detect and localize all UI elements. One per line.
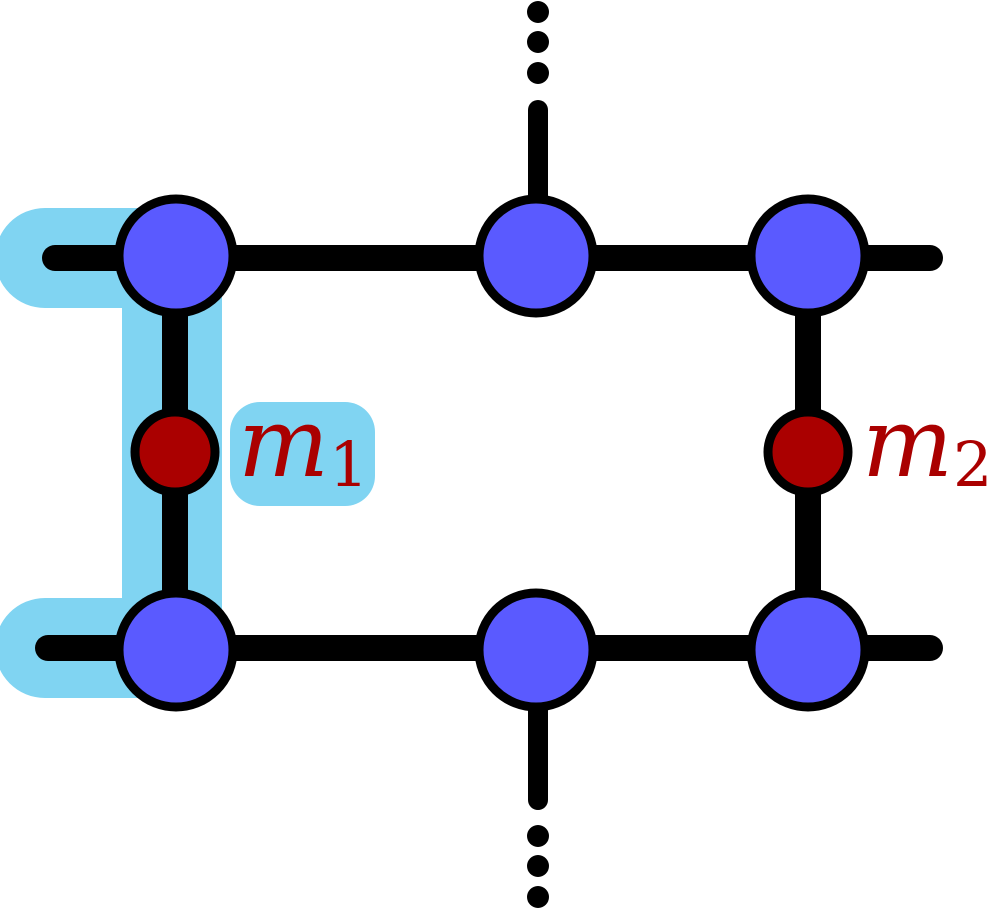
tensor-nodes xyxy=(114,194,870,712)
ellipsis-dot xyxy=(527,31,549,53)
ellipsis-bottom xyxy=(527,825,549,908)
ellipsis-dot xyxy=(527,1,549,23)
ellipsis-top xyxy=(527,1,549,84)
label-m2-subscript: 2 xyxy=(953,428,992,501)
node-top-left xyxy=(114,194,238,318)
ellipsis-dot xyxy=(527,855,549,877)
node-top-right xyxy=(746,194,870,318)
marker-m2 xyxy=(763,407,853,497)
node-bottom-left xyxy=(114,588,238,712)
label-m2-base: m xyxy=(862,387,953,499)
node-top-middle xyxy=(474,194,598,318)
m1-label-highlight xyxy=(230,402,375,506)
ellipsis-dot xyxy=(527,62,549,84)
marker-m1 xyxy=(130,407,220,497)
label-m1-subscript: 1 xyxy=(329,428,368,501)
label-m1: m1 xyxy=(238,387,368,501)
marker-nodes xyxy=(130,407,853,497)
label-m1-base: m xyxy=(238,387,329,499)
ellipsis-dot xyxy=(527,886,549,908)
node-bottom-right xyxy=(746,588,870,712)
node-bottom-middle xyxy=(474,588,598,712)
ellipsis-dot xyxy=(527,825,549,847)
label-m2: m2 xyxy=(862,387,992,501)
